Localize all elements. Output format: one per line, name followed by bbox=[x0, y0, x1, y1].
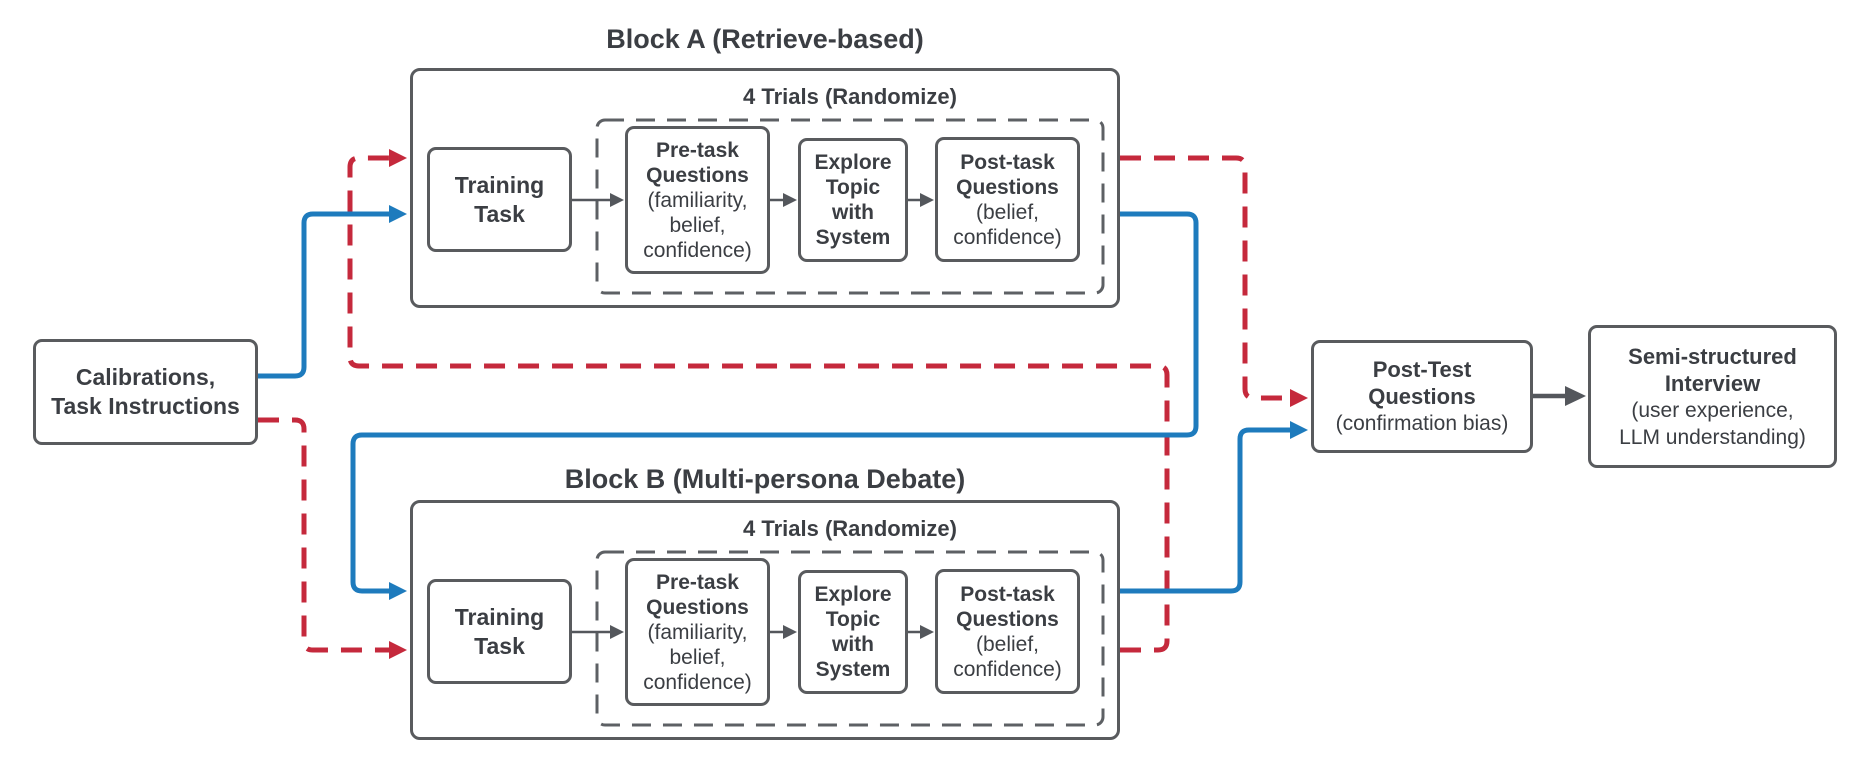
post-test-questions-box: Post-Test Questions (confirmation bias) bbox=[1311, 340, 1533, 453]
box-label: Questions bbox=[956, 607, 1059, 631]
block-b-trials-dashed-border bbox=[595, 550, 1105, 727]
arrowhead-icon bbox=[1290, 389, 1308, 407]
box-label: Explore bbox=[814, 583, 892, 606]
box-label: Training bbox=[454, 603, 545, 630]
arrowhead-icon bbox=[389, 205, 407, 223]
flow-red-block-a-to-posttest bbox=[1120, 155, 1308, 407]
box-label: confidence) bbox=[953, 657, 1062, 681]
block-a-trials-dashed-border bbox=[595, 118, 1105, 295]
box-label: Post-task bbox=[960, 582, 1055, 606]
block-b-trials-label: 4 Trials (Randomize) bbox=[743, 516, 957, 541]
arrowhead-icon bbox=[389, 641, 407, 659]
flow-red-calibrations-to-block-b bbox=[258, 417, 407, 659]
box-label: Training bbox=[454, 171, 545, 198]
arrowhead-icon bbox=[920, 625, 934, 639]
box-label: Task bbox=[474, 200, 525, 227]
box-label: Topic bbox=[825, 608, 881, 631]
calibrations-box: Calibrations, Task Instructions bbox=[33, 339, 258, 445]
box-label: Pre-task bbox=[656, 138, 739, 162]
flow-posttest-to-interview bbox=[1533, 386, 1586, 406]
box-label: with bbox=[832, 201, 874, 224]
arrowhead-icon bbox=[920, 193, 934, 207]
box-label: (familiarity, bbox=[647, 188, 748, 212]
flow-pretask-to-explore-b bbox=[770, 625, 797, 639]
arrowhead-icon bbox=[389, 582, 407, 600]
box-label: confidence) bbox=[643, 670, 752, 694]
box-label: Questions bbox=[1368, 384, 1476, 409]
box-label: (confirmation bias) bbox=[1335, 412, 1509, 435]
semi-structured-interview-box: Semi-structured Interview (user experien… bbox=[1588, 325, 1837, 468]
block-a-container bbox=[410, 68, 1120, 308]
flow-red-block-b-to-block-a bbox=[347, 149, 1170, 653]
explore-topic-b-box: Explore Topic with System bbox=[798, 570, 908, 694]
training-task-b-box: Training Task bbox=[427, 579, 572, 684]
box-label: Topic bbox=[825, 176, 881, 199]
arrowhead-icon bbox=[610, 193, 624, 207]
box-label: Calibrations, bbox=[75, 364, 216, 390]
box-label: Pre-task bbox=[656, 570, 739, 594]
flow-explore-to-posttask-b bbox=[908, 625, 934, 639]
explore-topic-a-box: Explore Topic with System bbox=[798, 138, 908, 262]
posttask-questions-a-box: Post-task Questions (belief, confidence) bbox=[935, 137, 1080, 262]
arrowhead-icon bbox=[1290, 421, 1308, 439]
box-label: Post-task bbox=[960, 150, 1055, 174]
box-label: belief, bbox=[669, 213, 726, 237]
pretask-questions-a-box: Pre-task Questions (familiarity, belief,… bbox=[625, 126, 770, 274]
flow-training-to-pretask-a bbox=[572, 193, 624, 207]
box-label: (belief, bbox=[975, 200, 1040, 224]
box-label: confidence) bbox=[643, 238, 752, 262]
box-label: Task bbox=[474, 632, 525, 659]
flow-training-to-pretask-b bbox=[572, 625, 624, 639]
block-b-title: Block B (Multi-persona Debate) bbox=[564, 464, 966, 494]
block-b-container bbox=[410, 500, 1120, 740]
training-task-a-box: Training Task bbox=[427, 147, 572, 252]
box-label: System bbox=[815, 226, 891, 249]
box-label: (user experience, bbox=[1631, 398, 1794, 422]
box-label: Explore bbox=[814, 151, 892, 174]
block-a-trials-label: 4 Trials (Randomize) bbox=[743, 84, 957, 109]
arrowhead-icon bbox=[783, 625, 797, 639]
box-label: with bbox=[832, 633, 874, 656]
box-label: Questions bbox=[956, 175, 1059, 199]
box-label: Post-Test bbox=[1372, 357, 1472, 382]
flow-blue-block-a-to-block-b bbox=[350, 211, 1199, 600]
flow-blue-calibrations-to-block-a bbox=[258, 205, 407, 379]
posttask-questions-b-box: Post-task Questions (belief, confidence) bbox=[935, 569, 1080, 694]
arrowhead-icon bbox=[1565, 386, 1586, 406]
box-label: (familiarity, bbox=[647, 620, 748, 644]
box-label: Questions bbox=[646, 595, 749, 619]
box-label: System bbox=[815, 658, 891, 681]
box-label: LLM understanding) bbox=[1619, 425, 1806, 449]
flow-blue-block-b-to-posttest bbox=[1120, 421, 1308, 594]
box-label: Semi-structured bbox=[1628, 343, 1797, 369]
block-a-title: Block A (Retrieve-based) bbox=[606, 24, 924, 54]
box-label: Task Instructions bbox=[51, 393, 240, 419]
arrowhead-icon bbox=[783, 193, 797, 207]
box-label: Interview bbox=[1664, 370, 1761, 396]
arrowhead-icon bbox=[389, 149, 407, 167]
box-label: (belief, bbox=[975, 632, 1040, 656]
flow-pretask-to-explore-a bbox=[770, 193, 797, 207]
pretask-questions-b-box: Pre-task Questions (familiarity, belief,… bbox=[625, 558, 770, 706]
flow-explore-to-posttask-a bbox=[908, 193, 934, 207]
box-label: Questions bbox=[646, 163, 749, 187]
box-label: belief, bbox=[669, 645, 726, 669]
box-label: confidence) bbox=[953, 225, 1062, 249]
arrowhead-icon bbox=[610, 625, 624, 639]
